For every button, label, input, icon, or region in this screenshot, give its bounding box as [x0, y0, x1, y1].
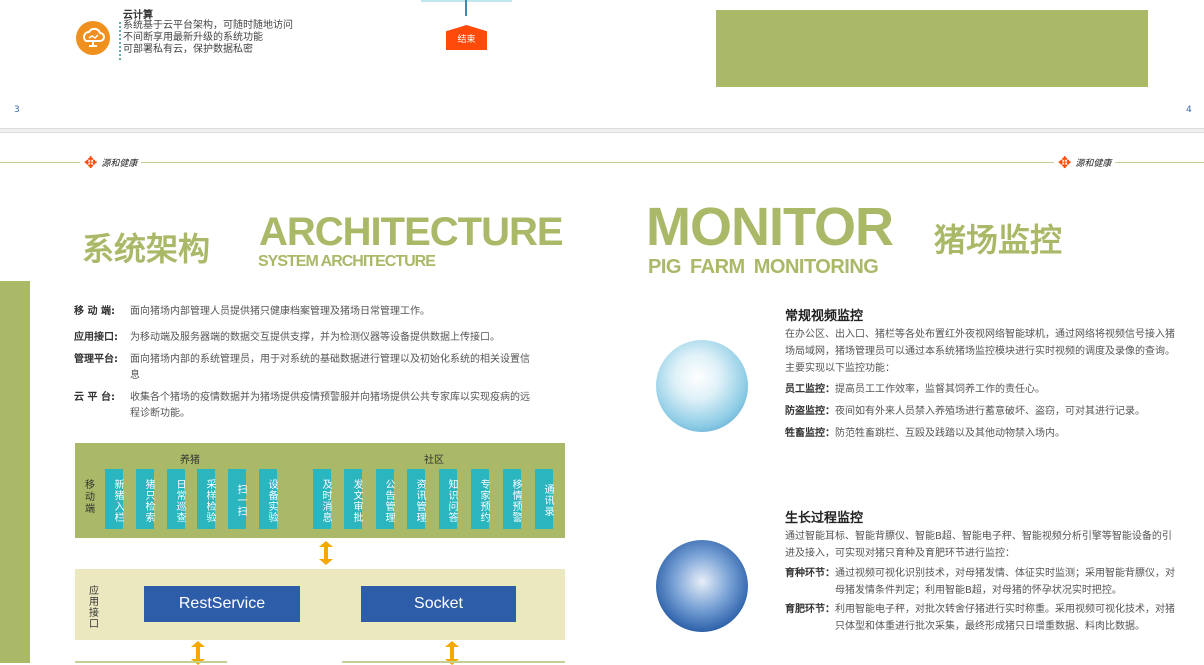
monitor-item: 育种环节：通过视频可视化识别技术，对母猪发情、体征实时监测；采用智能背膘仪，对母…: [785, 568, 1175, 596]
api-restservice: RestService: [144, 586, 300, 622]
group-label: 社区: [424, 455, 444, 466]
module-tile: 发文审批: [344, 469, 362, 529]
growth-monitor-image: [656, 540, 748, 632]
module-tile: 采样检验: [197, 469, 215, 529]
title-cn: 系统架构: [82, 230, 211, 268]
module-tile: 知识问答: [439, 469, 457, 529]
module-tile: 移情预警: [503, 469, 521, 529]
logo: ✥源和健康: [1054, 153, 1116, 172]
subtitle-en: PIG FARM MONITORING: [648, 256, 879, 278]
module-tile: 设备实验: [259, 469, 277, 529]
double-arrow-icon: [191, 641, 205, 665]
subtitle-en: SYSTEM ARCHITECTURE: [258, 253, 436, 270]
api-socket: Socket: [361, 586, 516, 622]
page-number: 3: [14, 105, 20, 115]
side-bar: [0, 281, 30, 663]
group-label: 养猪: [180, 455, 200, 466]
cloud-title: 云计算: [123, 10, 153, 21]
double-arrow-icon: [445, 641, 459, 665]
cloud-icon: [76, 21, 110, 55]
desc-item: 移 动 端:面向猪场内部管理人员提供猪只健康档案管理及猪场日常管理工作。: [74, 306, 430, 317]
module-tile: 专家预约: [471, 469, 489, 529]
module-tile: 猪只检索: [136, 469, 154, 529]
double-arrow-icon: [319, 541, 333, 565]
section-title: 生长过程监控: [785, 511, 864, 526]
page-divider: [0, 128, 1204, 133]
green-panel: [716, 10, 1148, 87]
api-label: 应用接口: [89, 586, 99, 630]
section-intro: 通过智能耳标、智能背膘仪、智能B超、智能电子秤、智能视频分析引擎等智能设备的引进…: [785, 531, 1172, 559]
section-intro: 在办公区、出入口、猪栏等各处布置红外夜视网络智能球机，通过网络将视频信号接入猪场…: [785, 329, 1175, 374]
cloud-line: 不间断享用最新升级的系统功能: [123, 32, 263, 43]
module-tile: 及时消息: [313, 469, 331, 529]
monitor-item: 防盗监控：夜间如有外来人员禁入养殖场进行蓄意破坏、盗窃，可对其进行记录。: [785, 406, 1145, 417]
section-title: 常规视频监控: [785, 309, 864, 324]
mobile-label: 移动端: [85, 480, 95, 515]
logo: ✥源和健康: [80, 153, 142, 172]
desc-item: 云 平 台:收集各个猪场的疫情数据并为猪场提供疫情预警服并向猪场提供公共专家库以…: [74, 392, 530, 419]
module-tile: 资讯管理: [407, 469, 425, 529]
title-cn: 猪场监控: [934, 221, 1063, 259]
cloud-line: 系统基于云平台架构，可随时随地访问: [123, 20, 293, 31]
module-tile: 通讯录: [535, 469, 553, 529]
module-tile: 新猪入栏: [105, 469, 123, 529]
desc-item: 管理平台:面向猪场内部的系统管理员，用于对系统的基础数据进行管理以及初始化系统的…: [74, 354, 530, 381]
page-number: 4: [1186, 105, 1192, 115]
monitor-item: 员工监控：提高员工工作效率，监督其饲养工作的责任心。: [785, 384, 1045, 395]
title-en: MONITOR: [646, 197, 894, 257]
module-tile: 公告管理: [376, 469, 394, 529]
header-line: [0, 162, 1204, 163]
end-node: 结束: [446, 25, 487, 50]
cloud-line: 可部署私有云，保护数据私密: [123, 44, 253, 55]
monitor-item: 牲畜监控：防范牲畜跳栏、互殴及践踏以及其他动物禁入场内。: [785, 428, 1065, 439]
video-monitor-image: [656, 340, 748, 432]
module-tile: 扫一扫: [228, 469, 246, 529]
desc-item: 应用接口:为移动端及服务器端的数据交互提供支撑，并为检测仪器等设备提供数据上传接…: [74, 332, 500, 343]
flow-arrow: [465, 0, 467, 16]
module-tile: 日常巡查: [167, 469, 185, 529]
title-en: ARCHITECTURE: [259, 210, 564, 254]
monitor-item: 育肥环节：利用智能电子秤，对批次转舍仔猪进行实时称重。采用视频可视化技术，对猪只…: [785, 604, 1175, 632]
